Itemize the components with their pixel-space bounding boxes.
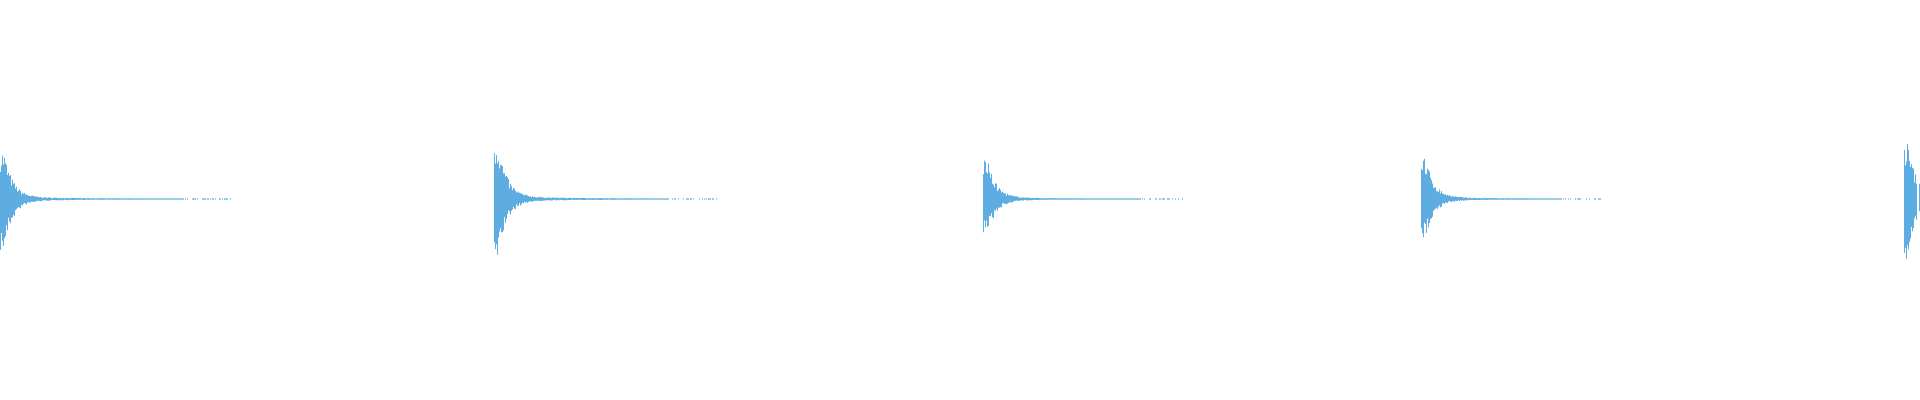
waveform-hits [0, 144, 1920, 259]
waveform-transient-path [0, 155, 231, 250]
waveform-transient [494, 153, 717, 255]
waveform-transient-path [1421, 158, 1601, 238]
waveform-transient-path [494, 153, 717, 255]
waveform-transient-path [1904, 144, 1920, 259]
waveform-transient-path [983, 160, 1183, 233]
waveform-transient [0, 155, 231, 250]
waveform-transient [983, 160, 1183, 233]
waveform-transient [1904, 144, 1920, 259]
waveform-transient [1421, 158, 1601, 238]
